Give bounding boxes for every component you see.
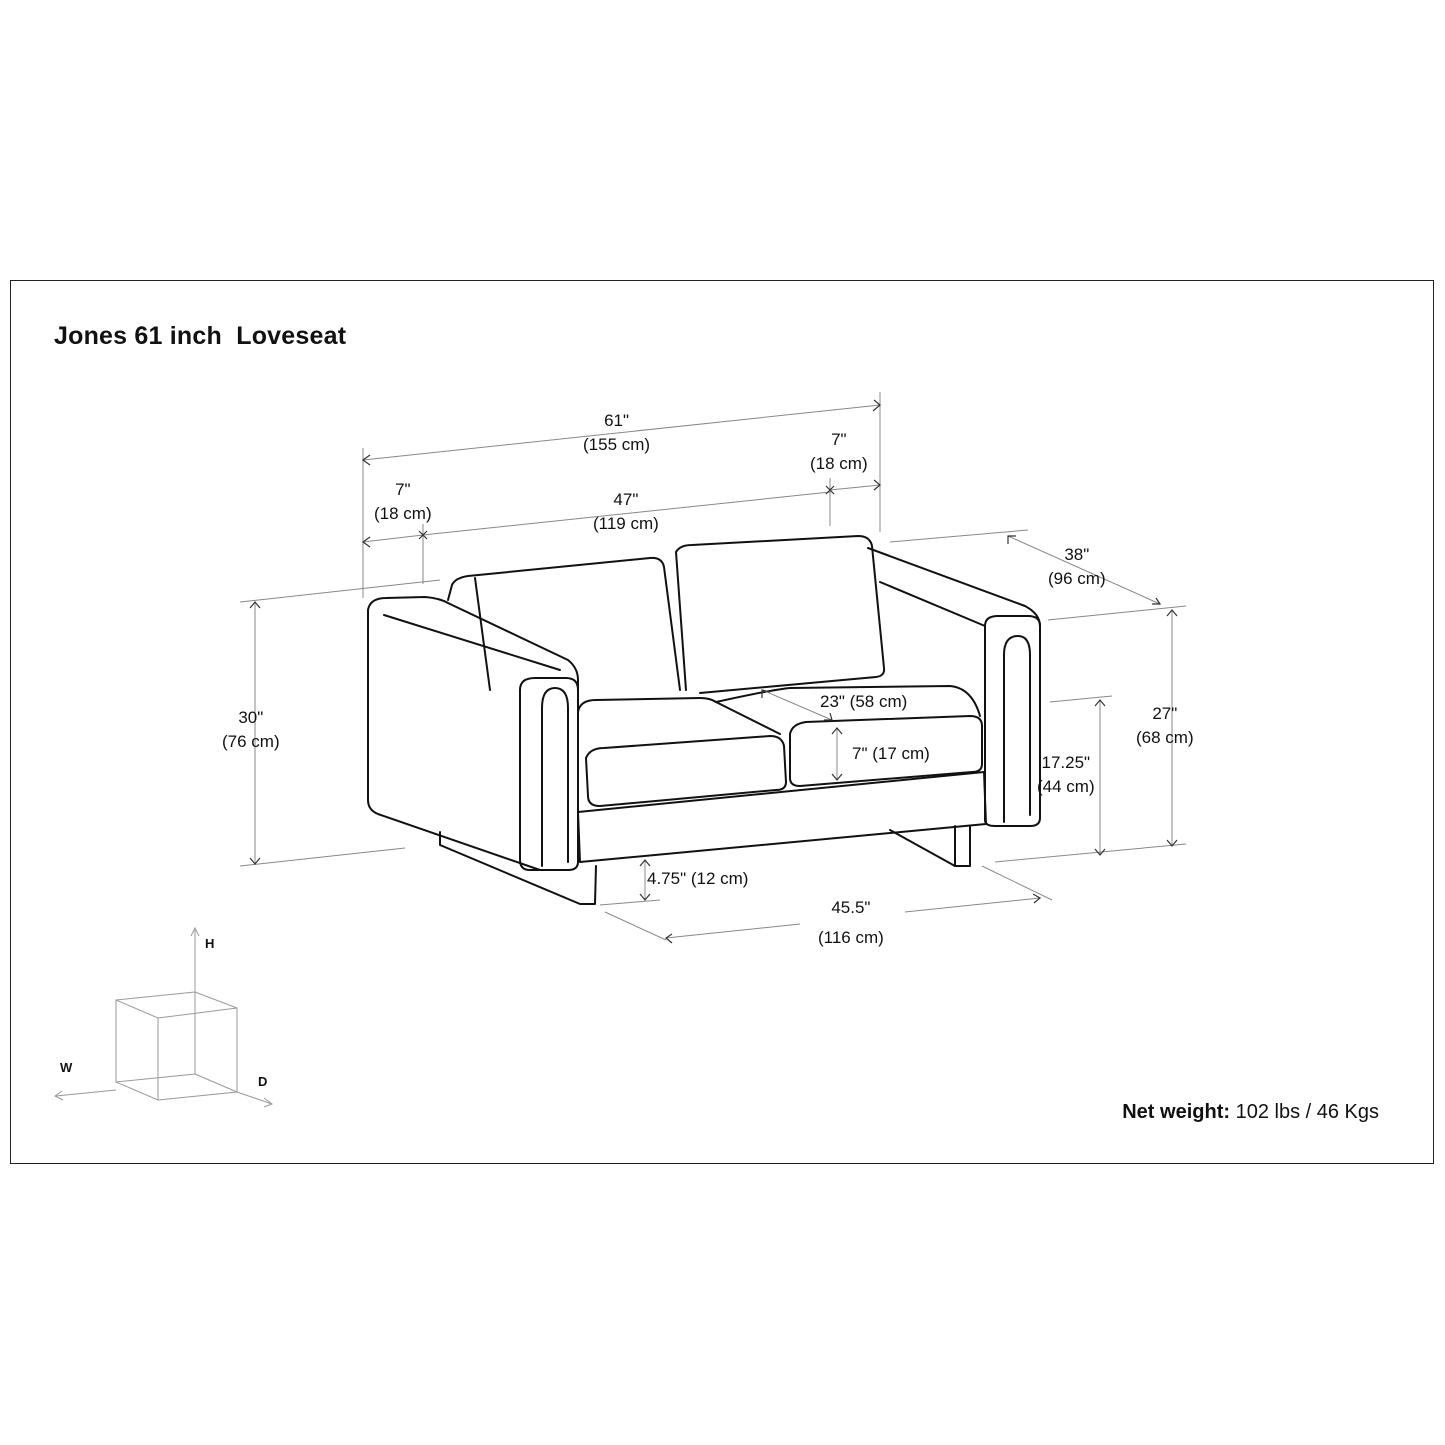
depth-label: 38"(96 cm) [1048,545,1106,588]
diagram-frame [10,280,1434,1164]
overall-width-label: 61"(155 cm) [583,411,651,454]
axis-w-label: W [60,1060,73,1075]
dimension-lines [239,392,1187,941]
axis-cube [54,926,274,1108]
inner-width-label: 47"(119 cm) [593,490,659,533]
seat-height-label: 17.25"(44 cm) [1037,753,1095,796]
height-label: 30"(76 cm) [222,708,280,751]
product-title: Jones 61 inch Loveseat [54,322,347,350]
leg-height-label: 4.75" (12 cm) [647,869,749,888]
left-arm-width-label: 7"(18 cm) [374,480,432,523]
net-weight-value: 102 lbs / 46 Kgs [1230,1101,1379,1123]
right-arm-width-label: 7"(18 cm) [810,430,868,473]
base-width-label: 45.5"(116 cm) [818,898,884,947]
sofa-outline [367,535,1041,905]
axis-h-label: H [205,936,215,951]
net-weight-label: Net weight: [1122,1101,1231,1123]
arrow-heads [249,399,1178,944]
arm-height-label: 27"(68 cm) [1136,704,1194,747]
net-weight: Net weight: 102 lbs / 46 Kgs [1122,1101,1379,1124]
seat-depth-label: 23" (58 cm) [820,692,908,711]
axis-d-label: D [258,1074,268,1089]
cushion-thickness-label: 7" (17 cm) [852,744,930,763]
